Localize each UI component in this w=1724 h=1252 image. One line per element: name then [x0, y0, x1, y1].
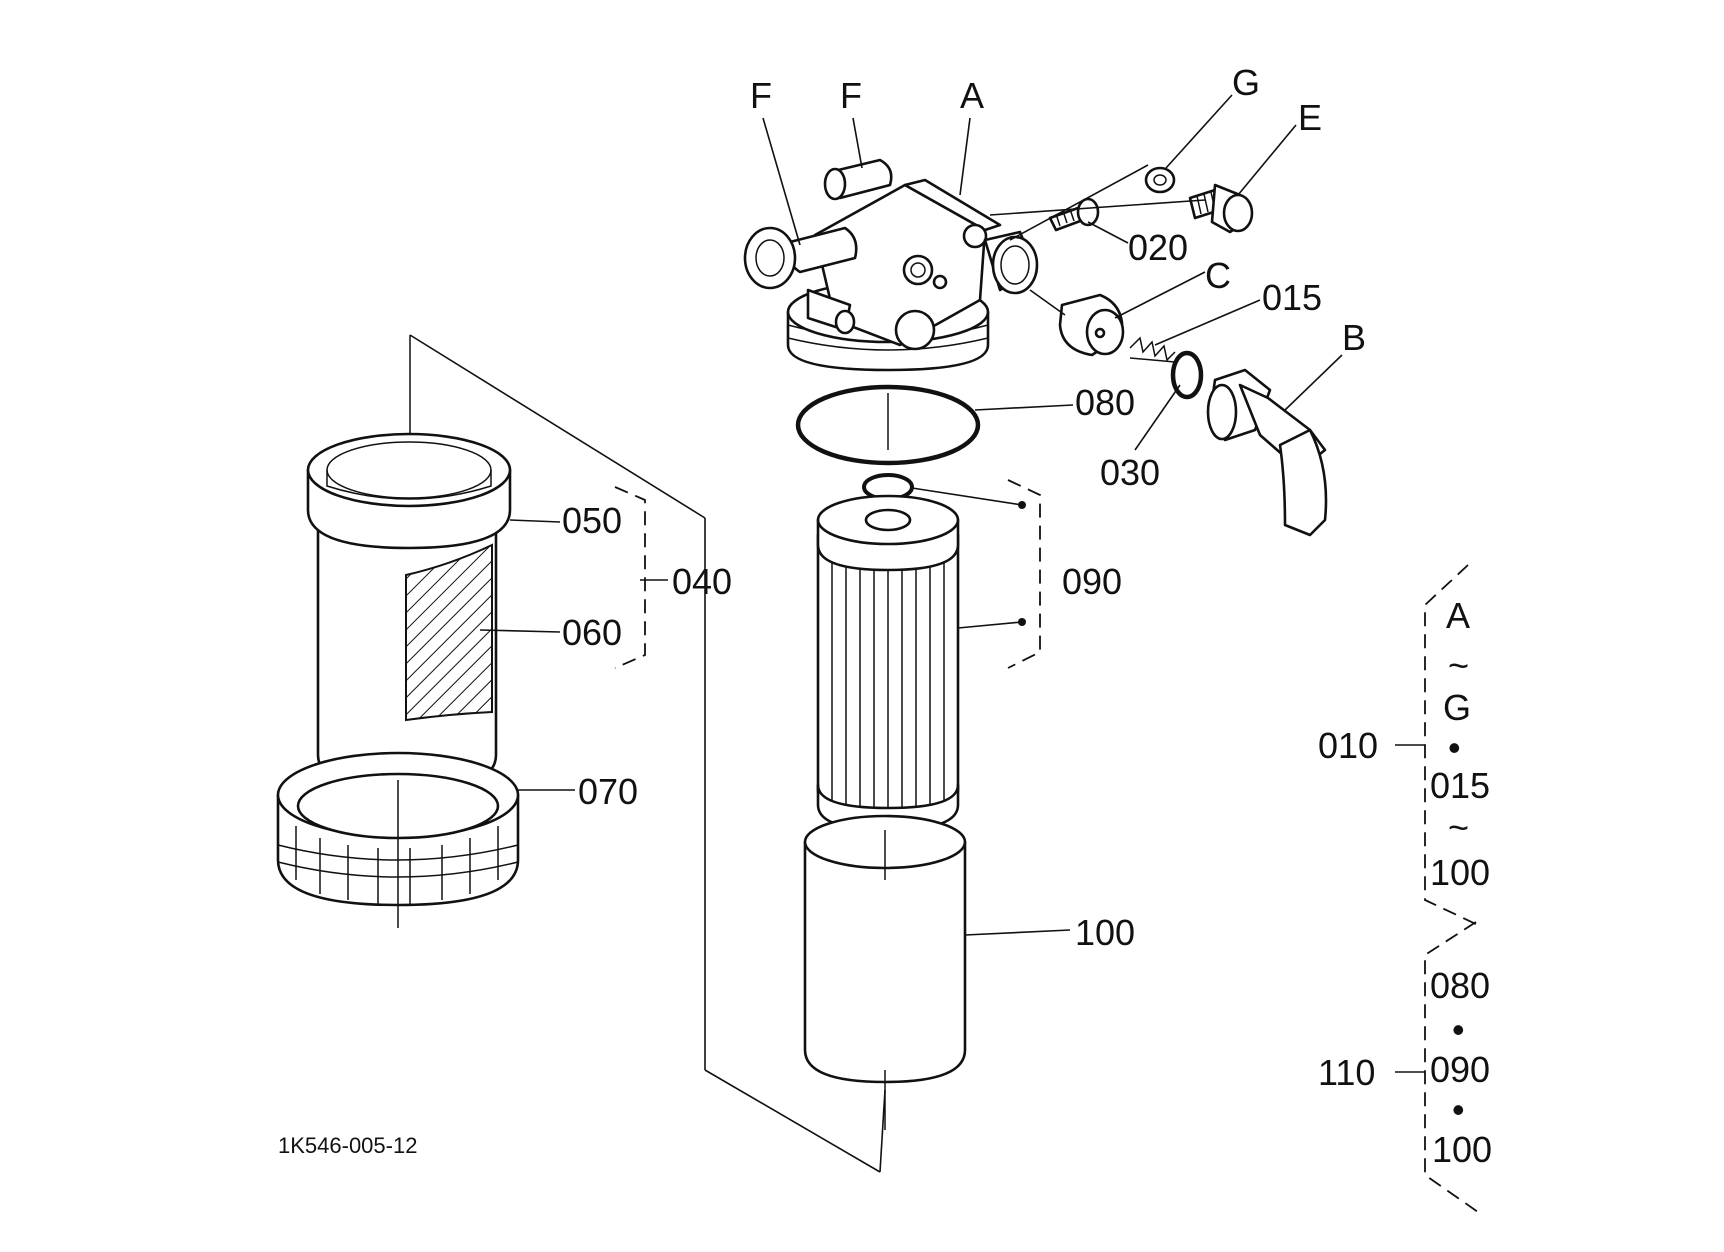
label-110: 110 — [1318, 1052, 1375, 1093]
screw-020 — [1048, 197, 1100, 232]
label-080: 080 — [1075, 382, 1135, 423]
group-brackets — [614, 479, 1479, 1213]
label-f-left: F — [750, 75, 772, 116]
label-020: 020 — [1128, 227, 1188, 268]
label-015: 015 — [1262, 277, 1322, 318]
label-060: 060 — [562, 612, 622, 653]
document-id: 1K546-005-12 — [278, 1133, 417, 1158]
asm010-bullet: • — [1448, 727, 1461, 768]
asm110-item-1: 080 — [1430, 965, 1490, 1006]
bowl-assembly — [276, 335, 520, 928]
asm110-bullet-2: • — [1452, 1089, 1465, 1130]
label-a: A — [960, 75, 984, 116]
diagram-labels: F F A G E 020 C 015 B 080 030 050 040 09… — [278, 62, 1492, 1170]
asm110-item-3: 100 — [1432, 1129, 1492, 1170]
label-050: 050 — [562, 500, 622, 541]
label-g: G — [1232, 62, 1260, 103]
asm010-from: A — [1446, 595, 1470, 636]
washer-g — [1144, 166, 1176, 194]
label-e: E — [1298, 97, 1322, 138]
label-040: 040 — [672, 561, 732, 602]
asm010-tilde-1: ~ — [1448, 645, 1469, 686]
asm010-to: G — [1443, 687, 1471, 728]
asm110-bullet-1: • — [1452, 1009, 1465, 1050]
large-o-ring — [795, 384, 981, 466]
label-090: 090 — [1062, 561, 1122, 602]
label-100: 100 — [1075, 912, 1135, 953]
label-010: 010 — [1318, 725, 1378, 766]
filter-element — [816, 473, 960, 832]
lever-b — [1206, 368, 1328, 537]
label-b: B — [1342, 317, 1366, 358]
filter-head — [743, 158, 1039, 372]
valve-c — [1058, 293, 1125, 357]
label-c: C — [1205, 255, 1231, 296]
filter-pleats — [831, 555, 945, 813]
asm010-range-start: 015 — [1430, 765, 1490, 806]
bowl-window-hatch — [405, 543, 493, 722]
asm010-range-end: 100 — [1430, 852, 1490, 893]
leader-lines — [409, 94, 1343, 1173]
label-070: 070 — [578, 771, 638, 812]
o-ring-030 — [1170, 350, 1204, 400]
filter-sleeve — [803, 814, 967, 1130]
label-030: 030 — [1100, 452, 1160, 493]
asm110-item-2: 090 — [1430, 1049, 1490, 1090]
plug-e — [1188, 183, 1254, 234]
asm010-tilde-2: ~ — [1448, 807, 1469, 848]
bowl-top-opening — [306, 432, 512, 508]
label-f-mid: F — [840, 75, 862, 116]
spring-015 — [1129, 336, 1176, 363]
